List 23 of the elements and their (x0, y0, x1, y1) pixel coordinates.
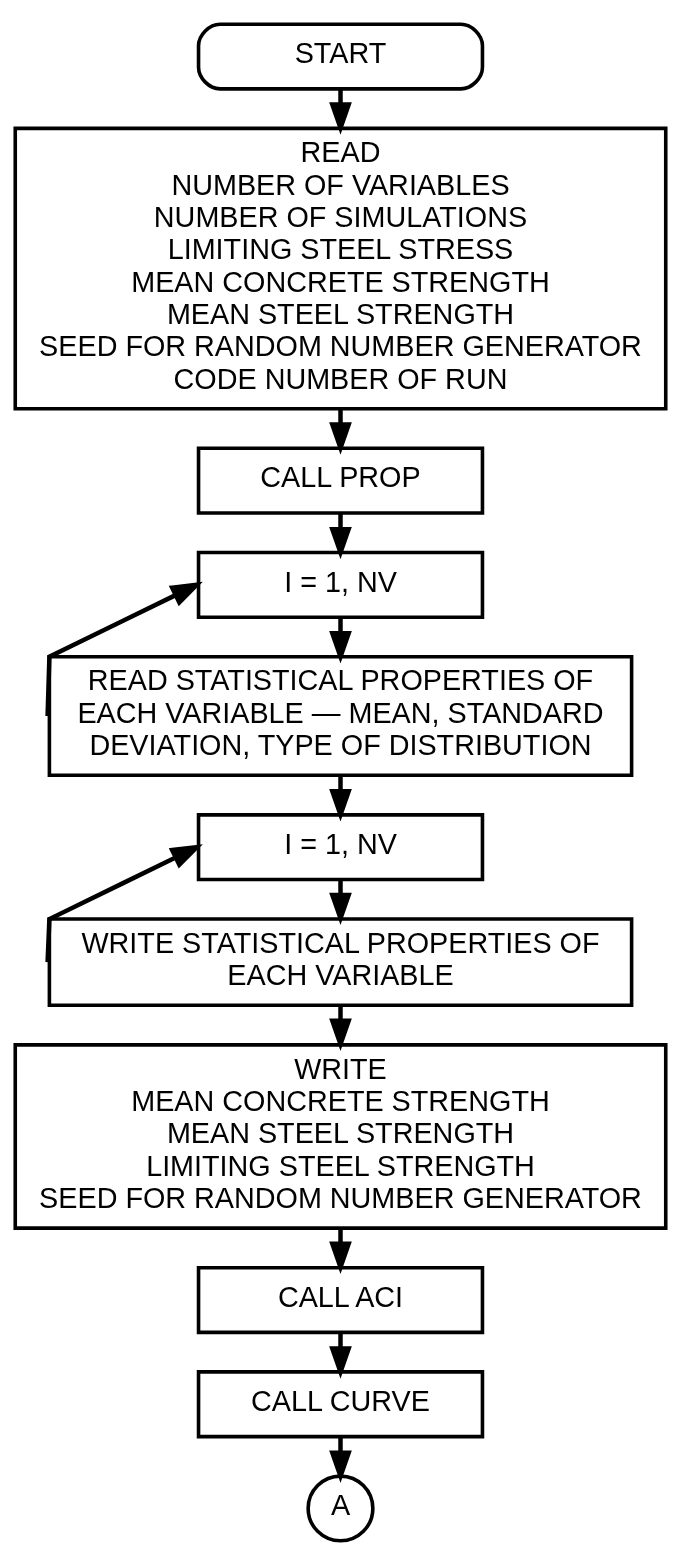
node-box: READ NUMBER OF VARIABLES NUMBER OF SIMULATIONS LIMITING STEEL STRESS MEAN CONCRETE STRENGTH MEAN STEEL STRENGTH SEED FOR RANDOM NUMBER GENERATOR CODE NUMBER OF RUN (13, 126, 668, 411)
node-box: CALL ACI (196, 1265, 485, 1334)
arrow (329, 617, 352, 663)
arrow (329, 408, 352, 455)
arrow (329, 1436, 352, 1483)
arrow (329, 1005, 352, 1051)
arrow (329, 1228, 352, 1274)
arrow (45, 581, 203, 716)
arrow (329, 879, 352, 925)
node-box: WRITE STATISTICAL PROPERTIES OF EACH VARIABLE (47, 916, 634, 1007)
node-box: I = 1, NV (196, 812, 485, 881)
arrow (329, 1332, 352, 1379)
node-box: CALL CURVE (196, 1369, 485, 1438)
node-box: CALL PROP (196, 445, 485, 515)
arrow (329, 88, 352, 135)
arrow (45, 843, 203, 962)
arrow (329, 775, 352, 821)
arrow (329, 512, 352, 559)
node-box: I = 1, NV (196, 550, 485, 619)
node-circle: A (306, 1473, 375, 1543)
node-box: WRITE MEAN CONCRETE STRENGTH MEAN STEEL STRENGTH LIMITING STEEL STRENGTH SEED FOR RANDOM NUMBER GENERATOR (13, 1042, 668, 1230)
node-box: START (196, 21, 485, 91)
node-box: READ STATISTICAL PROPERTIES OF EACH VARIABLE — MEAN, STANDARD DEVIATION, TYPE OF DISTRIBUTION (47, 654, 634, 777)
